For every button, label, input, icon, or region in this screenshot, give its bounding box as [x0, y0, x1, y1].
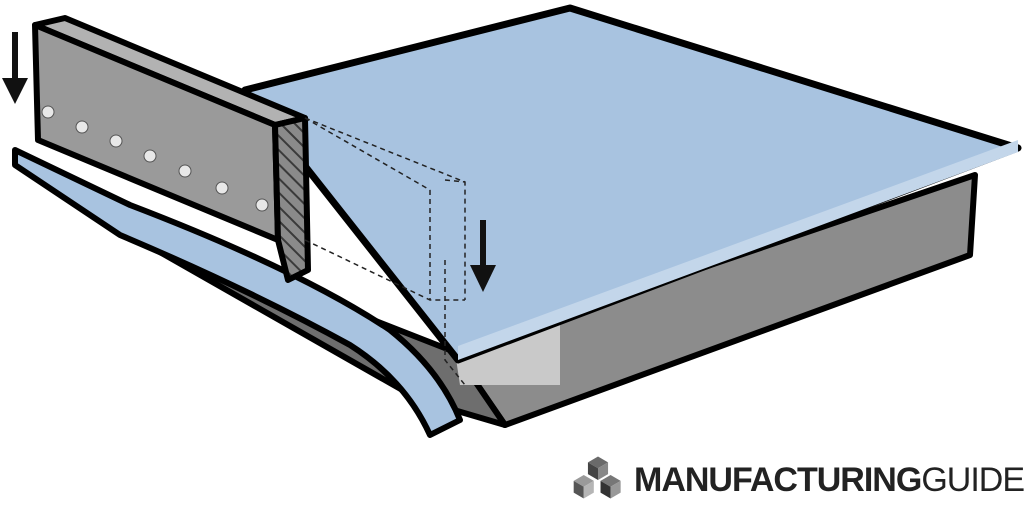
- down-arrow-icon: [2, 32, 28, 104]
- brand-name-light: GUIDE: [921, 461, 1024, 499]
- down-arrow-icon: [470, 220, 496, 292]
- brand-name-bold: MANUFACTURING: [634, 461, 922, 499]
- upper-blade: [32, 15, 311, 283]
- brand-logo: MANUFACTURING GUIDE: [572, 450, 1024, 510]
- blade-travel-outline: [304, 117, 466, 386]
- cube-cluster-icon: [573, 456, 621, 499]
- sheet-metal: [241, 4, 1022, 364]
